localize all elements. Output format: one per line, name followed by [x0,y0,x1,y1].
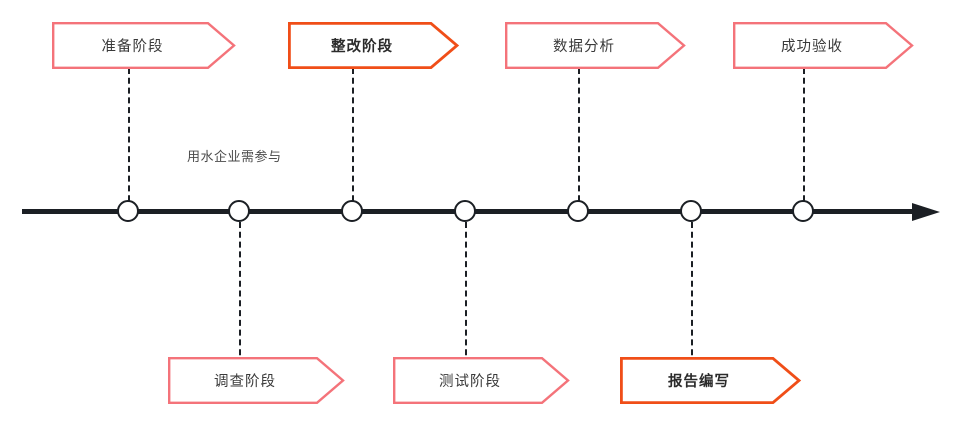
stage-label: 成功验收 [781,39,843,55]
timeline-node-1[interactable] [117,200,139,222]
stage-box-acceptance[interactable]: 成功验收 [733,22,914,69]
stage-label: 准备阶段 [101,39,164,55]
chevron-shape-icon [52,22,236,69]
stage-box-data-analysis[interactable]: 数据分析 [505,22,686,69]
connector-preparation [128,68,130,211]
timeline-axis-arrowhead-icon [912,203,940,221]
timeline-axis-line [22,209,930,214]
connector-rectification [352,68,354,211]
stage-label: 测试阶段 [439,374,501,390]
chevron-shape-icon [619,356,802,404]
stage-box-rectification[interactable]: 整改阶段 [287,21,460,69]
timeline-node-5[interactable] [567,200,589,222]
timeline-node-7[interactable] [792,200,814,222]
timeline-node-6[interactable] [680,200,702,222]
connector-data-analysis [578,68,580,211]
annotation-note: 用水企业需参与 [187,149,282,164]
stage-box-investigation[interactable]: 调查阶段 [168,357,345,404]
connector-report [691,222,693,365]
stage-label: 报告编写 [668,374,730,390]
stage-box-testing[interactable]: 测试阶段 [393,357,570,404]
stage-box-preparation[interactable]: 准备阶段 [52,22,236,69]
chevron-shape-icon [168,357,345,404]
connector-acceptance [803,68,805,211]
chevron-shape-icon [733,22,914,69]
stage-label: 整改阶段 [331,39,393,55]
connector-investigation [239,222,241,365]
timeline-node-3[interactable] [341,200,363,222]
chevron-shape-icon [287,21,460,69]
chevron-shape-icon [505,22,686,69]
stage-label: 数据分析 [553,39,615,55]
stage-box-report[interactable]: 报告编写 [619,356,802,404]
timeline-node-4[interactable] [454,200,476,222]
chevron-shape-icon [393,357,570,404]
stage-label: 调查阶段 [214,374,276,390]
connector-testing [465,222,467,365]
timeline-node-2[interactable] [228,200,250,222]
